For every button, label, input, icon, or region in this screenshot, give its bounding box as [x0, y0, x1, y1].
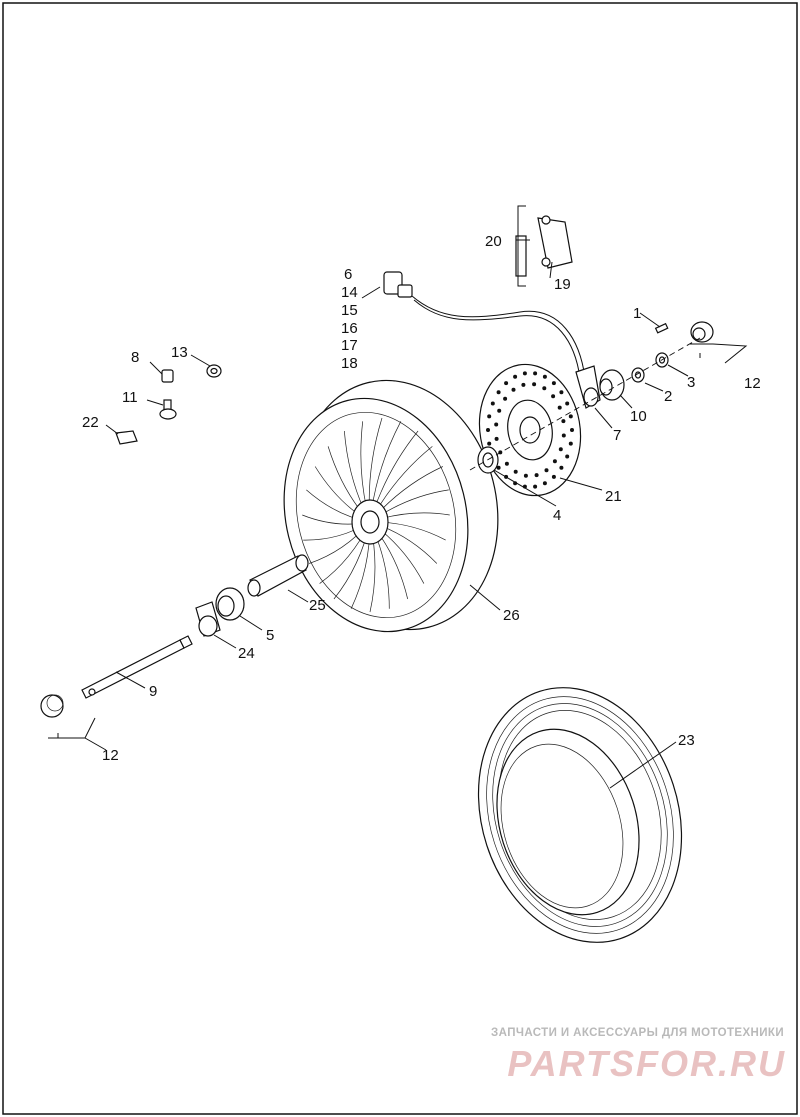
rotor-hole [533, 371, 538, 376]
callout-3: 3 [687, 374, 695, 391]
callout-20: 20 [485, 233, 502, 250]
rotor-hole [486, 428, 490, 432]
rotor-hole [559, 465, 564, 470]
callout-1: 1 [633, 305, 641, 322]
callouts: 1 2 3 4 5 6 7 8 9 10 11 12 12 13 14 15 1… [82, 233, 761, 764]
tire [477, 687, 683, 943]
bearing-left [215, 587, 245, 621]
callout-12-right: 12 [744, 375, 761, 392]
wheel [283, 379, 499, 633]
rotor-hole [551, 474, 556, 479]
callout-19: 19 [554, 276, 571, 293]
rotor-hole [487, 441, 492, 446]
watermark: ЗАПЧАСТИ И АКСЕССУАРЫ ДЛЯ МОТОТЕХНИКИ PA… [491, 1027, 786, 1084]
rotor-hole [544, 468, 549, 473]
brake-rotor [478, 363, 582, 497]
callout-18: 18 [341, 355, 358, 372]
rotor-hole [561, 419, 566, 424]
rotor-hole [523, 473, 528, 478]
callout-10: 10 [630, 408, 647, 425]
wheel-speed-sensor [383, 271, 586, 379]
rotor-hole [570, 428, 574, 432]
callout-24: 24 [238, 645, 255, 662]
callout-9: 9 [149, 683, 157, 700]
callout-12-left: 12 [102, 747, 119, 764]
rotor-hole [552, 459, 557, 464]
callout-17: 17 [341, 337, 358, 354]
rotor-hole [533, 484, 538, 489]
rotor-hole [487, 414, 492, 419]
valve-nut [206, 364, 222, 378]
rotor-hole [561, 433, 566, 438]
callout-26: 26 [503, 607, 520, 624]
callout-21: 21 [605, 488, 622, 505]
callout-22: 22 [82, 414, 99, 431]
sensor-bracket [575, 365, 601, 409]
rotor-hole [542, 386, 547, 391]
rotor-hole [568, 414, 573, 419]
rotor-hole [494, 422, 499, 427]
rotor-hole [551, 381, 556, 386]
rotor-hole [513, 469, 518, 474]
rotor-hole [559, 390, 564, 395]
callout-23: 23 [678, 732, 695, 749]
rotor-hole [565, 401, 570, 406]
rotor-hole [551, 394, 556, 399]
rotor-hole [565, 454, 570, 459]
axle-cap-right [690, 321, 714, 358]
rotor-hole [542, 374, 547, 379]
rotor-hole [557, 405, 562, 410]
rotor-hole [513, 374, 518, 379]
hub-sleeve [247, 554, 309, 597]
axle-spacer-left [195, 601, 221, 637]
rotor-hole [522, 371, 527, 376]
callout-13: 13 [171, 344, 188, 361]
valve-stem [159, 399, 177, 420]
rotor-hole [568, 441, 573, 446]
leader-lines [48, 205, 748, 789]
axle-cap-left [40, 694, 64, 738]
axle-center-line [469, 337, 701, 471]
callout-4: 4 [553, 507, 561, 524]
rotor-hole [504, 461, 509, 466]
rotor-hole [503, 396, 508, 401]
washer [631, 367, 645, 383]
rotor-hole [504, 381, 509, 386]
callout-15: 15 [341, 302, 358, 319]
callout-11: 11 [122, 389, 138, 406]
callout-6: 6 [344, 266, 352, 283]
callout-5: 5 [266, 627, 274, 644]
watermark-tagline: ЗАПЧАСТИ И АКСЕССУАРЫ ДЛЯ МОТОТЕХНИКИ [491, 1027, 784, 1039]
axle [81, 635, 193, 699]
rotor-hole [494, 436, 499, 441]
callout-14: 14 [341, 284, 358, 301]
watermark-brand: PARTSFOR.RU [507, 1043, 786, 1084]
rotor-hole [558, 447, 563, 452]
axle-spacer-right [599, 369, 625, 401]
screw [654, 322, 669, 334]
brake-pads [515, 215, 573, 277]
rotor-hole [534, 473, 539, 478]
rotor-hole [542, 481, 547, 486]
rotor-hole [490, 401, 495, 406]
balance-weight [115, 430, 138, 445]
rotor-hole [521, 382, 526, 387]
bearing-right [477, 446, 499, 474]
rotor-hole [496, 465, 501, 470]
rotor-hole [497, 408, 502, 413]
rotor-hole [511, 387, 516, 392]
callout-16: 16 [341, 320, 358, 337]
callout-2: 2 [664, 388, 672, 405]
rotor-hole [532, 382, 537, 387]
callout-8: 8 [131, 349, 139, 366]
rotor-hole [496, 390, 501, 395]
callout-7: 7 [613, 427, 621, 444]
callout-25: 25 [309, 597, 326, 614]
valve-cap [161, 369, 174, 383]
